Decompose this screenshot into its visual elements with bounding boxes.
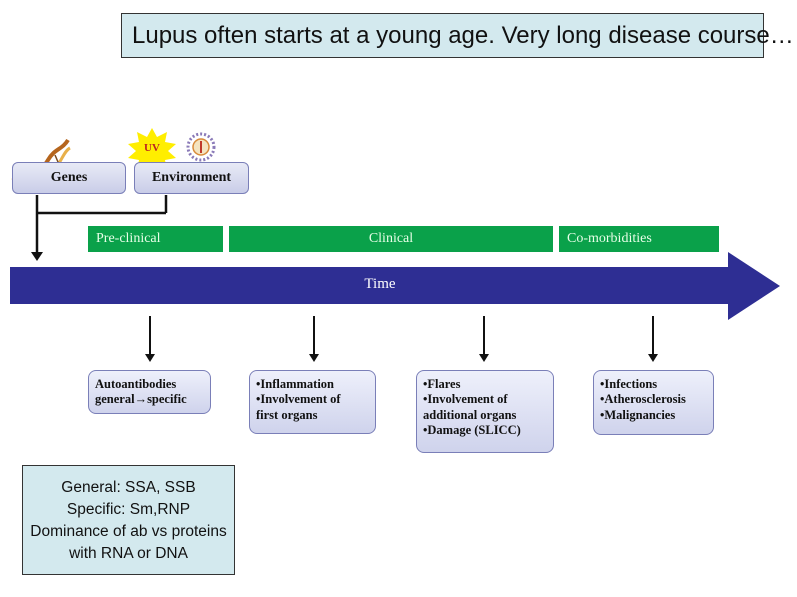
- note-line: Dominance of ab vs proteins: [30, 523, 227, 540]
- outcome-comorbidities: •Infections •Atherosclerosis •Malignanci…: [593, 370, 714, 435]
- outcome-arrowheads: [145, 354, 658, 362]
- note-line: Specific: Sm,RNP: [66, 501, 191, 518]
- outcome-line: •Inflammation: [256, 377, 334, 391]
- factors-connector: [35, 195, 168, 254]
- factors-arrowhead: [31, 252, 43, 261]
- stage-clinical: Clinical: [229, 226, 553, 252]
- outcome-line: general→specific: [95, 392, 187, 407]
- virus-icon: [186, 132, 216, 162]
- outcome-line: •Involvement of: [423, 392, 508, 407]
- outcome-line: •Involvement of: [256, 392, 341, 407]
- outcome-clinical-late: •Flares •Involvement of additional organ…: [416, 370, 554, 453]
- outcome-line: •Malignancies: [600, 407, 676, 422]
- stage-comorbidities-label: Co-morbidities: [567, 231, 652, 246]
- genes-label: Genes: [50, 170, 88, 185]
- outcome-arrows: [149, 316, 654, 355]
- stage-preclinical-label: Pre-clinical: [96, 231, 161, 246]
- environment-label: Environment: [151, 170, 232, 185]
- outcome-line: •Infections: [600, 377, 658, 391]
- outcome-line: •Flares: [423, 377, 461, 391]
- outcome-line: •Atherosclerosis: [600, 392, 686, 407]
- outcome-line: first organs: [256, 407, 318, 422]
- note-line: with RNA or DNA: [69, 545, 188, 562]
- outcome-preclinical: Autoantibodies general→specific: [88, 370, 211, 414]
- stage-clinical-label: Clinical: [368, 231, 414, 246]
- time-arrow: [10, 252, 780, 320]
- stage-comorbidities: Co-morbidities: [559, 226, 719, 252]
- autoantibody-note: General: SSA, SSB Specific: Sm,RNP Domin…: [22, 465, 235, 575]
- slide-title: Lupus often starts at a young age. Very …: [121, 13, 794, 58]
- stage-preclinical: Pre-clinical: [88, 226, 223, 252]
- outcome-clinical-early: •Inflammation •Involvement of first orga…: [249, 370, 376, 434]
- genes-box: Genes: [12, 162, 126, 194]
- slide-title-text: Lupus often starts at a young age. Very …: [132, 21, 794, 49]
- time-label: Time: [364, 276, 396, 292]
- environment-box: Environment: [134, 162, 249, 194]
- outcome-line: •Damage (SLICC): [423, 422, 521, 437]
- note-line: General: SSA, SSB: [61, 479, 196, 496]
- outcome-line: Autoantibodies: [95, 377, 177, 391]
- uv-label: UV: [144, 142, 160, 154]
- outcome-line: additional organs: [423, 407, 517, 422]
